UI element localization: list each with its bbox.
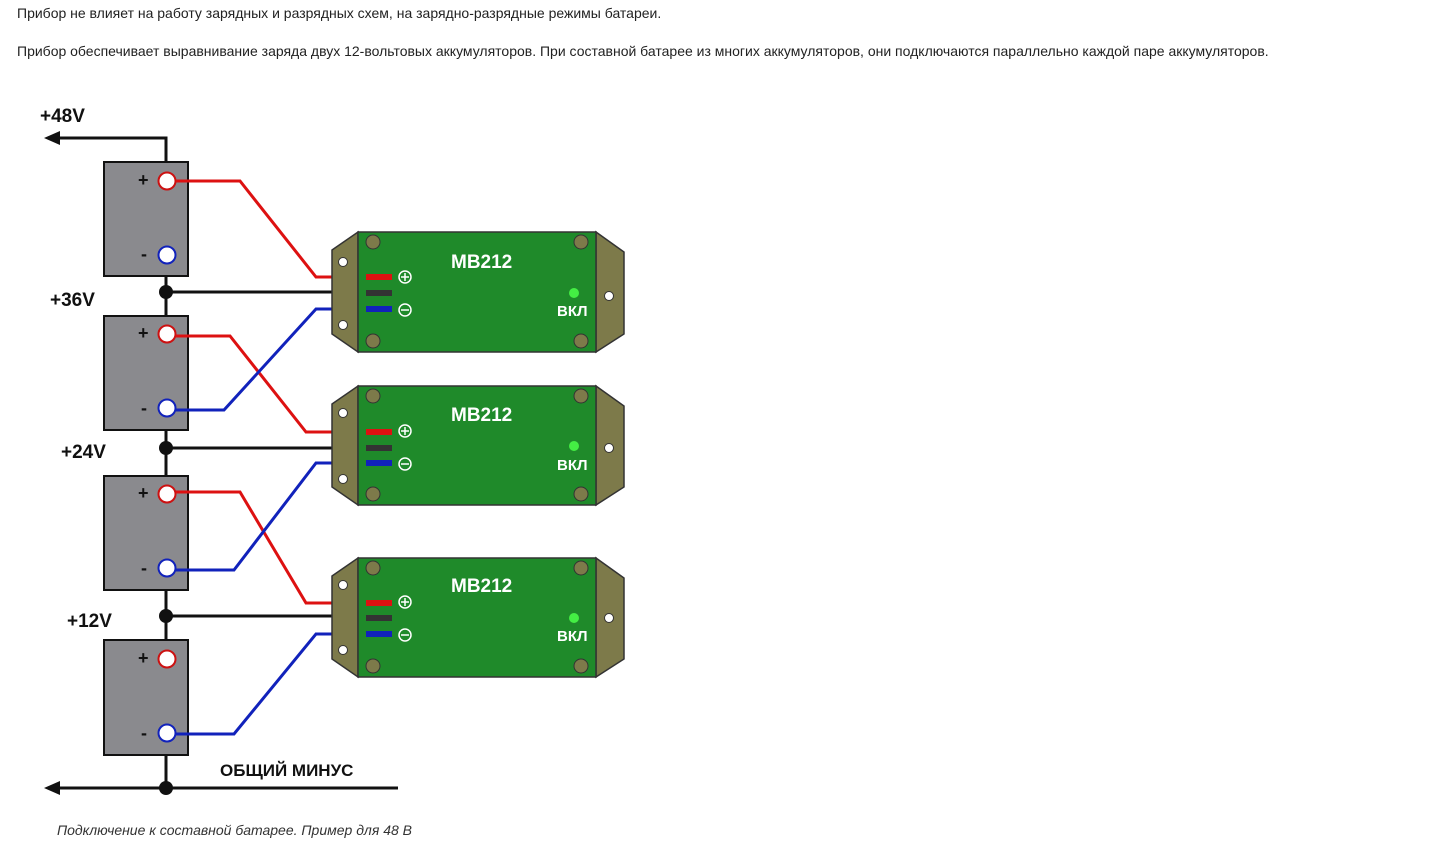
battery-4-minus-sign: - <box>141 723 147 743</box>
module-2-name: MB212 <box>451 405 512 426</box>
battery-3-minus-sign: - <box>141 558 147 578</box>
battery-4 <box>103 639 189 756</box>
battery-3 <box>103 475 189 591</box>
battery-3-plus-sign: + <box>138 483 149 503</box>
battery-1-plus-sign: + <box>138 170 149 190</box>
module-3-led-label: ВКЛ <box>557 628 588 645</box>
diagram-caption: Подключение к составной батарее. Пример … <box>57 822 412 838</box>
main-bus <box>55 136 398 790</box>
module-1-name: MB212 <box>451 252 512 273</box>
battery-2-plus-sign: + <box>138 323 149 343</box>
battery-1 <box>103 161 189 277</box>
intro-paragraph-1: Прибор не влияет на работу зарядных и ра… <box>17 5 662 21</box>
positive-wires <box>176 179 366 605</box>
arrow-48v-icon <box>44 131 60 145</box>
junction-dots <box>159 285 173 795</box>
voltage-label-48v: +48V <box>40 106 85 127</box>
battery-1-minus-sign: - <box>141 244 147 264</box>
module-mb212-1 <box>331 230 625 354</box>
arrow-common-minus-icon <box>44 781 60 795</box>
battery-2-minus-sign: - <box>141 398 147 418</box>
module-mb212-2 <box>331 384 625 507</box>
module-3-name: MB212 <box>451 576 512 597</box>
module-2-led-label: ВКЛ <box>557 457 588 474</box>
intro-paragraph-2: Прибор обеспечивает выравнивание заряда … <box>17 43 1269 59</box>
voltage-label-24v: +24V <box>61 442 106 463</box>
battery-2 <box>103 315 189 431</box>
voltage-label-12v: +12V <box>67 611 112 632</box>
negative-wires <box>176 307 366 736</box>
voltage-label-36v: +36V <box>50 290 95 311</box>
module-mb212-3 <box>331 556 625 679</box>
module-1-led-label: ВКЛ <box>557 303 588 320</box>
common-minus-label: ОБЩИЙ МИНУС <box>220 761 353 780</box>
battery-4-plus-sign: + <box>138 648 149 668</box>
